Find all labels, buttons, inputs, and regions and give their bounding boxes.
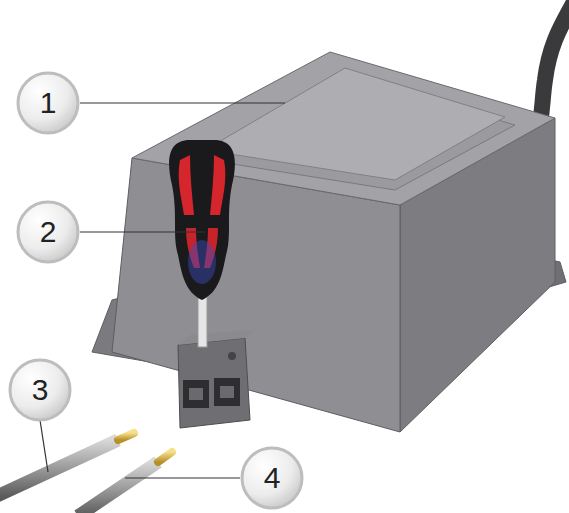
callout-number: 4 [242, 448, 302, 508]
terminal-screw [228, 352, 236, 360]
terminal-top [178, 330, 255, 345]
screwdriver-grip [179, 155, 194, 215]
leader-line [80, 231, 205, 232]
screwdriver-highlight [188, 240, 216, 284]
wire [78, 462, 158, 513]
screwdriver-grip [210, 155, 225, 215]
leader-line [125, 477, 240, 478]
callout-circle [242, 448, 302, 508]
callout-circle [18, 202, 78, 262]
lid-top [205, 68, 505, 180]
callout-number: 2 [18, 202, 78, 262]
terminal-clamp [220, 386, 234, 398]
housing-front [112, 158, 400, 432]
wire-tip [118, 433, 134, 440]
wire [0, 440, 118, 497]
screwdriver-handle [169, 140, 235, 300]
callout-number: 3 [10, 360, 70, 420]
callout-circle [10, 360, 70, 420]
wire-tip [158, 452, 172, 462]
terminal-block [178, 338, 250, 428]
leader-line [80, 102, 285, 103]
terminal-clamp [189, 388, 203, 400]
callout-circle [18, 73, 78, 133]
terminal-slot [214, 378, 240, 406]
terminal-slot [183, 380, 209, 408]
callout-number: 1 [18, 73, 78, 133]
leader-line [40, 420, 48, 472]
